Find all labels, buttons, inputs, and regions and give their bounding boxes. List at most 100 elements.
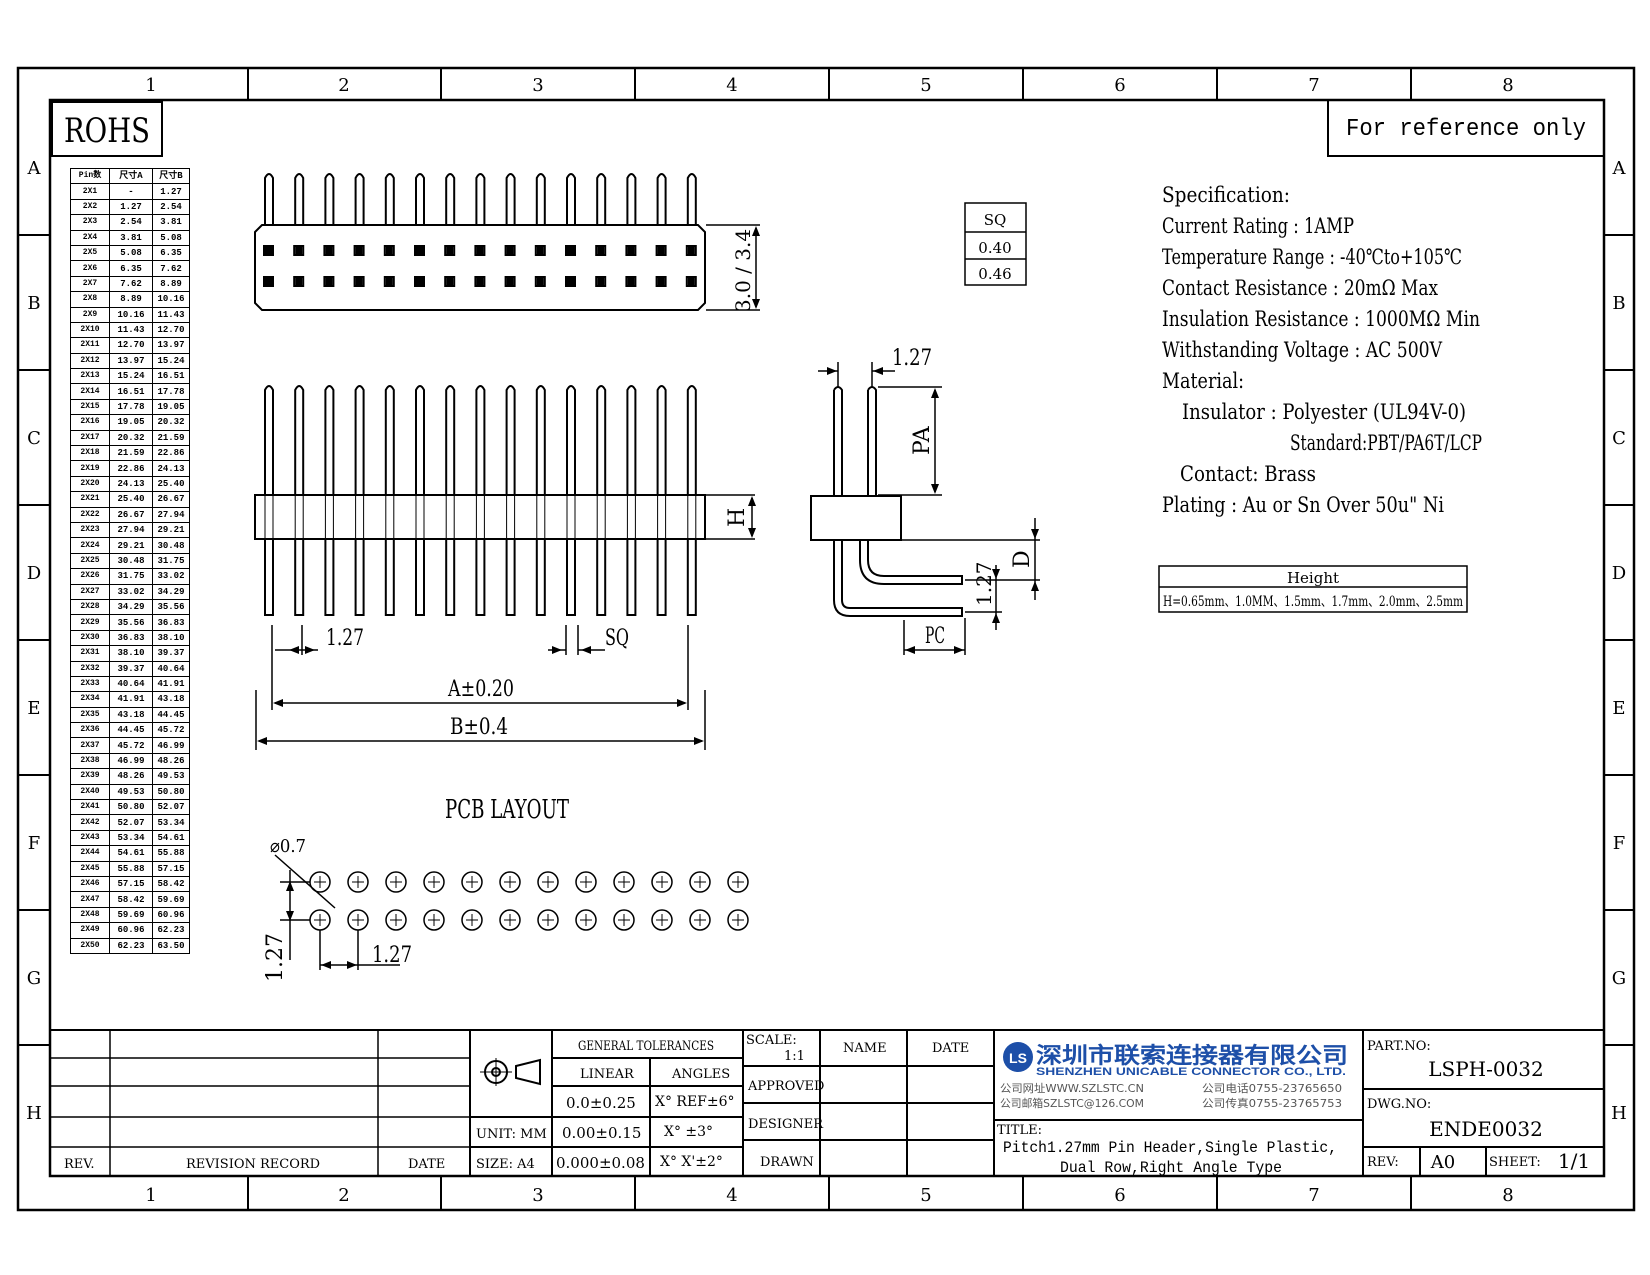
drawn-label: DRAWN [760, 1155, 814, 1170]
table-cell: 53.34 [152, 814, 190, 831]
table-cell: 22.86 [152, 445, 190, 462]
table-cell: 8.89 [152, 275, 190, 293]
table-cell: 19.05 [109, 414, 153, 431]
table-cell: 2X47 [70, 891, 110, 908]
title-line-2: Dual Row,Right Angle Type [1060, 1159, 1282, 1177]
table-cell: 2X28 [70, 598, 110, 616]
table-cell: 3.81 [152, 214, 190, 231]
table-cell: 2X17 [70, 429, 110, 447]
pcb-hole [423, 909, 445, 931]
header-pin [264, 173, 274, 225]
pcb-hole [347, 871, 369, 893]
table-cell: 25.40 [152, 475, 190, 493]
table-cell: 2X36 [70, 722, 110, 739]
row-label: G [27, 968, 41, 989]
table-cell: 2X22 [70, 506, 110, 523]
col-label: 4 [726, 75, 737, 96]
header-pin-tail [384, 539, 395, 616]
row-label: E [27, 698, 40, 719]
pin-square-fill [657, 247, 665, 254]
table-cell: 54.61 [109, 845, 153, 862]
pin-square [414, 245, 425, 256]
pin-square-fill [536, 278, 544, 285]
header-pin [566, 385, 576, 495]
revision-record-lines [50, 1030, 470, 1176]
title-block-text: REV. REVISION RECORD DATE UNIT: MM SIZE:… [64, 1033, 1541, 1172]
table-cell: 2X32 [70, 660, 110, 677]
table-cell: 2X21 [70, 491, 110, 508]
header-pin [686, 173, 697, 225]
dwg-no: ENDE0032 [1429, 1117, 1543, 1141]
header-pin [475, 385, 486, 495]
table-cell: 2X37 [70, 737, 110, 754]
pin-square [685, 245, 697, 256]
spec-line: Specification: [1162, 183, 1290, 207]
header-pin [384, 385, 395, 495]
table-cell: 1.27 [152, 183, 190, 200]
spec-line: Current Rating : 1AMP [1162, 214, 1354, 238]
dim-side-pa: PA [910, 425, 935, 455]
pcb-hole [613, 909, 635, 931]
spec-line: Withstanding Voltage : AC 500V [1162, 338, 1443, 362]
table-cell: 49.53 [109, 783, 153, 801]
table-cell: 2X16 [70, 414, 110, 431]
sheet-label: SHEET: [1489, 1155, 1541, 1170]
table-cell: 45.72 [109, 737, 153, 754]
pin-square [655, 276, 667, 287]
table-cell: 15.24 [109, 368, 153, 385]
pcb-hole [651, 871, 673, 893]
company-name-cn: 深圳市联索连接器有限公司 [1036, 1043, 1348, 1069]
pin-square [504, 245, 516, 256]
company-fax: 公司传真0755-23765753 [1202, 1096, 1342, 1110]
table-cell: 2X39 [70, 768, 110, 785]
pcb-hole [651, 909, 673, 931]
table-cell: 2X18 [70, 445, 110, 462]
rohs-box [51, 101, 163, 157]
header-pin-tail [294, 539, 305, 616]
table-cell: 2X4 [70, 229, 110, 246]
table-cell: 2X33 [70, 675, 110, 693]
table-cell: 2X34 [70, 691, 110, 708]
dim-front-a: A±0.20 [447, 677, 514, 702]
spec-line: Temperature Range : -40℃to+105℃ [1162, 245, 1462, 269]
table-cell: 11.43 [152, 306, 190, 323]
pin-square-fill [567, 278, 574, 285]
pin-square-fill [506, 247, 514, 254]
pin-square-fill [567, 247, 574, 254]
pin-square-fill [597, 247, 605, 254]
table-cell: 33.02 [109, 583, 153, 600]
table-cell: 52.07 [152, 799, 190, 816]
header-pin [626, 173, 637, 225]
spec-line: Plating : Au or Sn Over 50u" Ni [1162, 493, 1444, 517]
pin-square-fill [536, 247, 544, 254]
pin-square-fill [597, 278, 605, 285]
pin-square [444, 276, 456, 287]
pin-square [444, 245, 456, 256]
table-cell: 2X44 [70, 845, 110, 862]
revision-record-label: REVISION RECORD [186, 1157, 320, 1172]
table-cell: 60.96 [109, 922, 153, 939]
table-cell: 2X12 [70, 352, 110, 370]
pcb-pitch-v: 1.27 [263, 933, 288, 982]
scale-value: 1:1 [784, 1049, 805, 1064]
dim-front-sq: SQ [605, 626, 629, 651]
pin-square-fill [416, 278, 423, 285]
pin-square [383, 276, 395, 287]
pin-square-fill [657, 278, 665, 285]
pin-square [293, 245, 305, 256]
pin-square [565, 276, 576, 287]
table-cell: 17.78 [152, 383, 190, 400]
row-label: F [1613, 833, 1626, 854]
